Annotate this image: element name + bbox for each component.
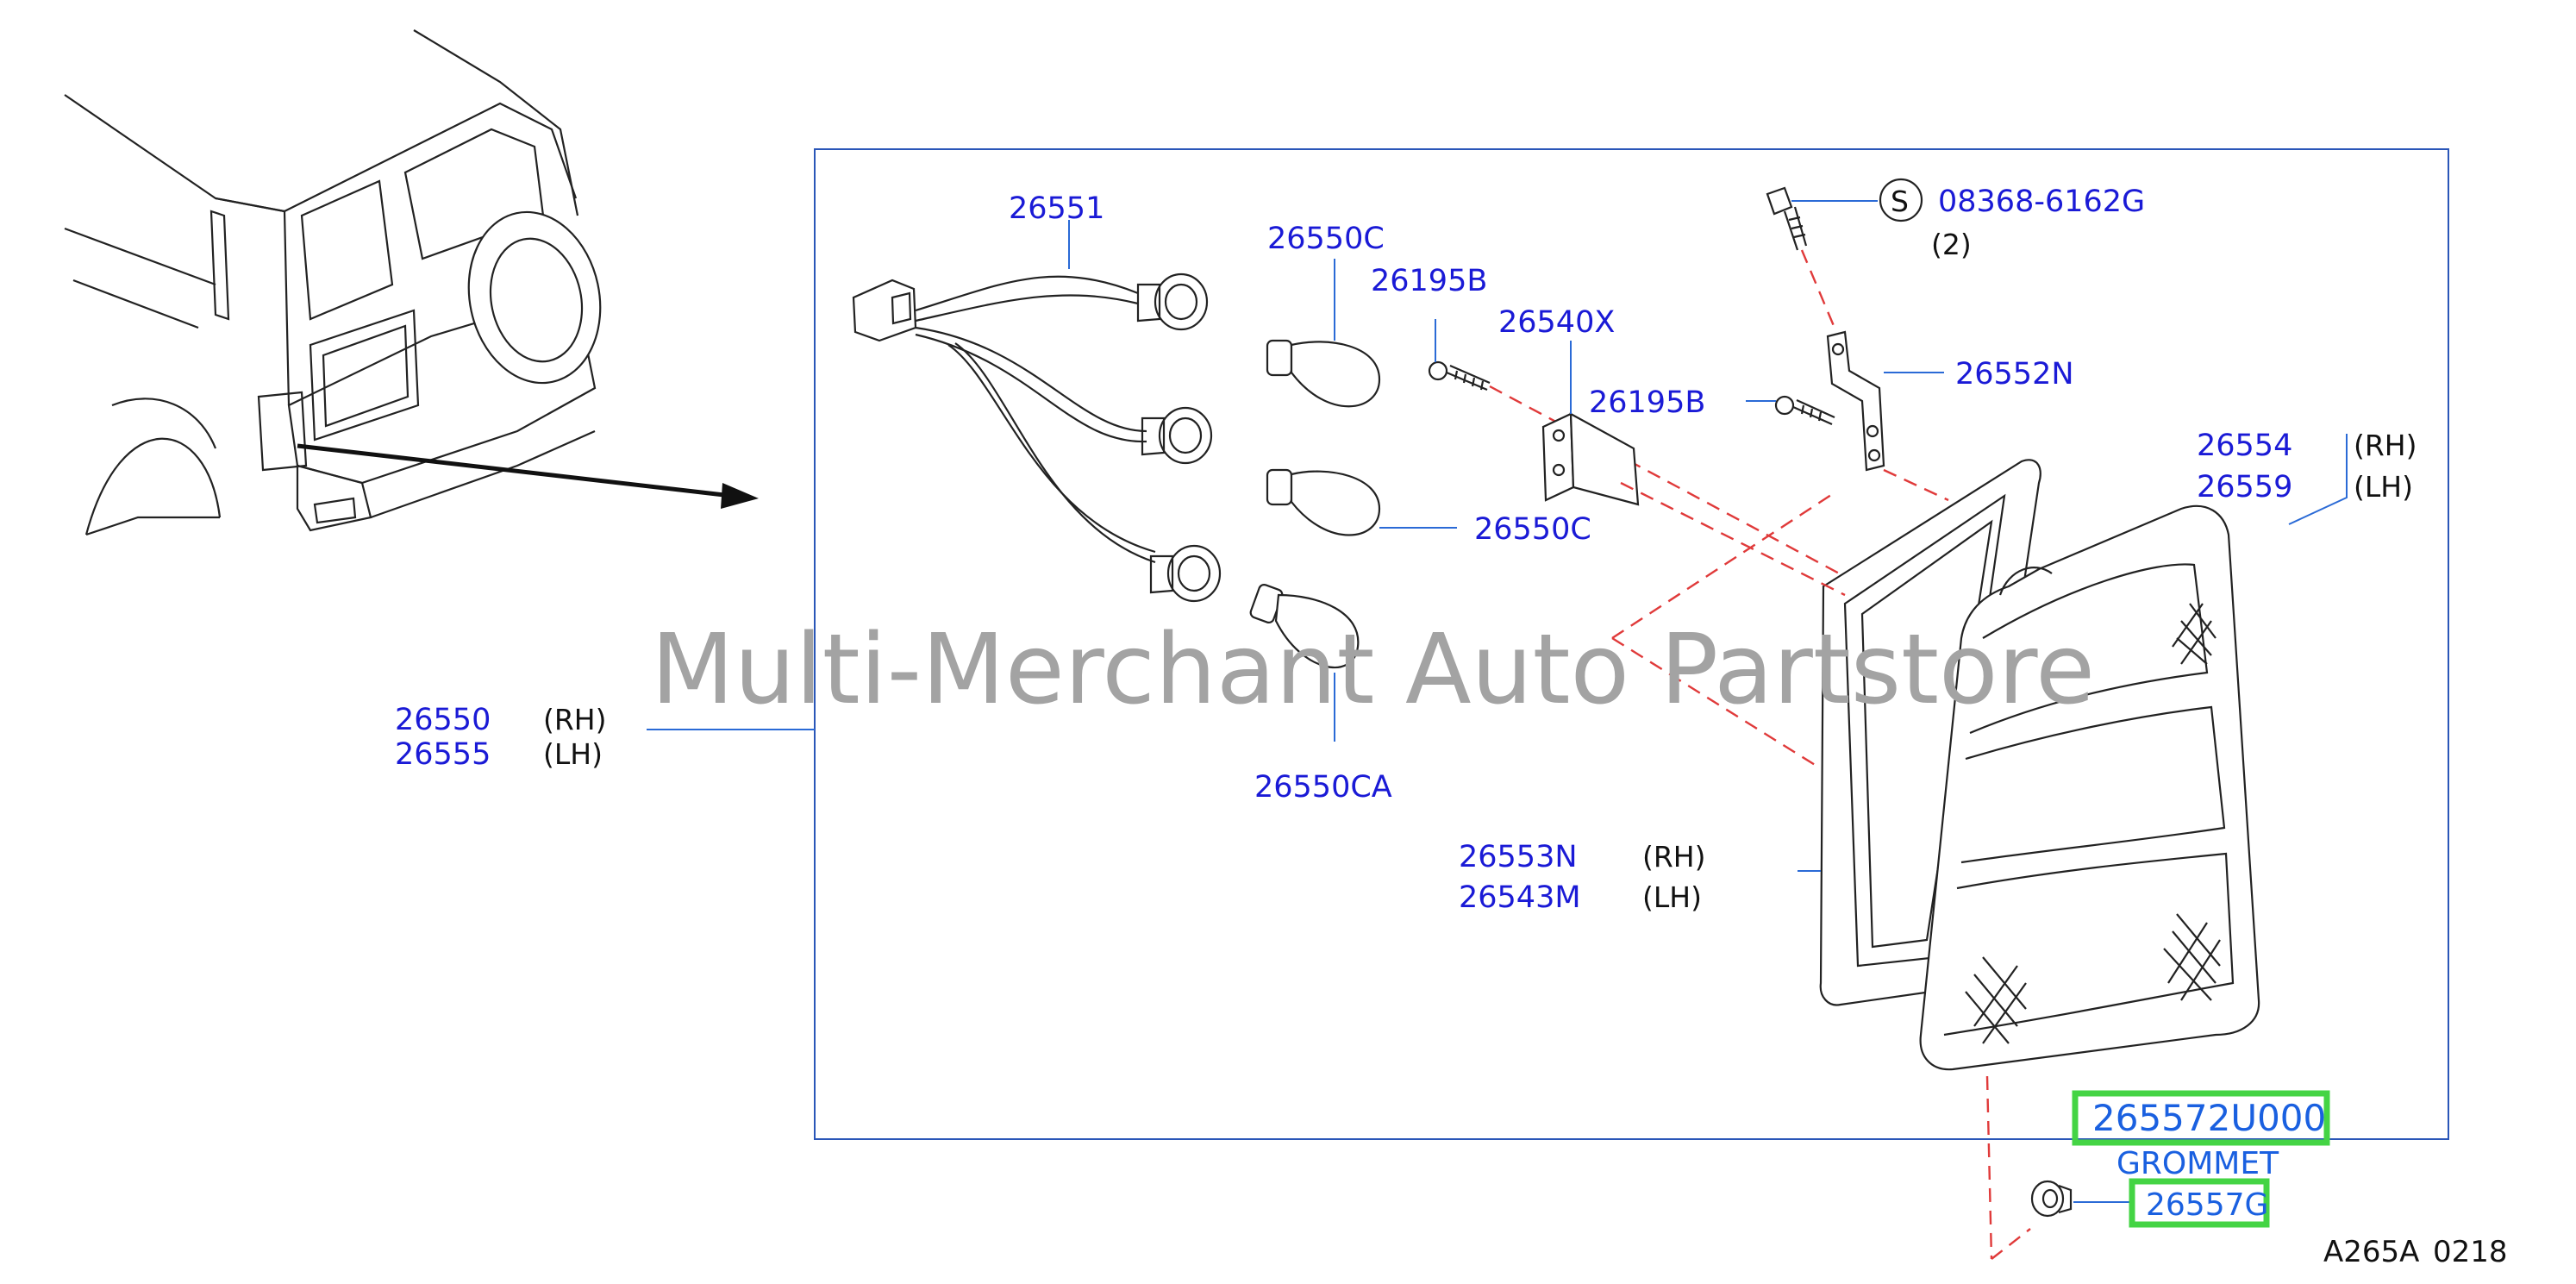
bracket-center [1541, 412, 1640, 506]
screw-upper [1428, 360, 1491, 391]
bolt-upper [1766, 186, 1808, 251]
lens-rh-side: (RH) [2354, 429, 2417, 462]
part-label-gasket-rh[interactable]: 26553N [1459, 840, 1578, 874]
grommet-caption: GROMMET [2116, 1146, 2279, 1181]
lens-lh-side: (LH) [2354, 470, 2413, 504]
part-label-bracket-right[interactable]: 26552N [1955, 357, 2074, 391]
part-label-lens-lh[interactable]: 26559 [2197, 470, 2292, 504]
part-label-bolt[interactable]: 08368-6162G [1938, 185, 2145, 219]
diagram-revision: 0218 [2433, 1235, 2508, 1269]
part-label-bulb-lower[interactable]: 26550CA [1254, 770, 1392, 805]
tail-lamp-lens [1919, 504, 2260, 1071]
part-label-grommet[interactable]: 26557G [2146, 1187, 2268, 1223]
part-label-bulb-middle[interactable]: 26550C [1474, 512, 1591, 547]
watermark: Multi-Merchant Auto Partstore [651, 614, 2095, 726]
part-label-assembly-lh[interactable]: 26555 [395, 737, 491, 772]
symbol-s-circle [1879, 178, 1923, 222]
assembly-lh-side: (LH) [543, 737, 603, 771]
grommet [2030, 1180, 2073, 1218]
part-label-harness[interactable]: 26551 [1009, 191, 1104, 226]
part-label-screw-lower[interactable]: 26195B [1589, 385, 1705, 420]
part-label-bulb-upper[interactable]: 26550C [1267, 222, 1385, 256]
part-label-gasket-lh[interactable]: 26543M [1459, 880, 1581, 915]
bracket-right [1826, 330, 1885, 472]
bulb-upper [1266, 339, 1381, 408]
gasket-lh-side: (LH) [1642, 880, 1702, 914]
diagram-code: A265A [2323, 1235, 2419, 1269]
direction-arrow [297, 443, 759, 509]
wiring-harness [852, 272, 1222, 603]
vehicle-rear-illustration [64, 29, 602, 536]
part-label-screw-upper[interactable]: 26195B [1371, 264, 1487, 298]
assembly-rh-side: (RH) [543, 703, 607, 736]
part-label-assembly-rh[interactable]: 26550 [395, 703, 491, 737]
part-label-highlight[interactable]: 265572U000 [2092, 1097, 2326, 1139]
bulb-lower [1249, 584, 1360, 669]
screw-lower [1774, 395, 1835, 426]
highlight-box-main [2072, 1090, 2330, 1146]
bolt-quantity: (2) [1931, 228, 1972, 261]
highlight-box-grommet [2129, 1178, 2270, 1228]
part-label-bracket[interactable]: 26540X [1498, 305, 1615, 340]
bulb-middle [1266, 468, 1381, 536]
gasket-rh-side: (RH) [1642, 840, 1706, 874]
part-label-lens-rh[interactable]: 26554 [2197, 429, 2292, 463]
symbol-s-letter: S [1891, 185, 1909, 218]
assembly-frame [814, 148, 2449, 1140]
